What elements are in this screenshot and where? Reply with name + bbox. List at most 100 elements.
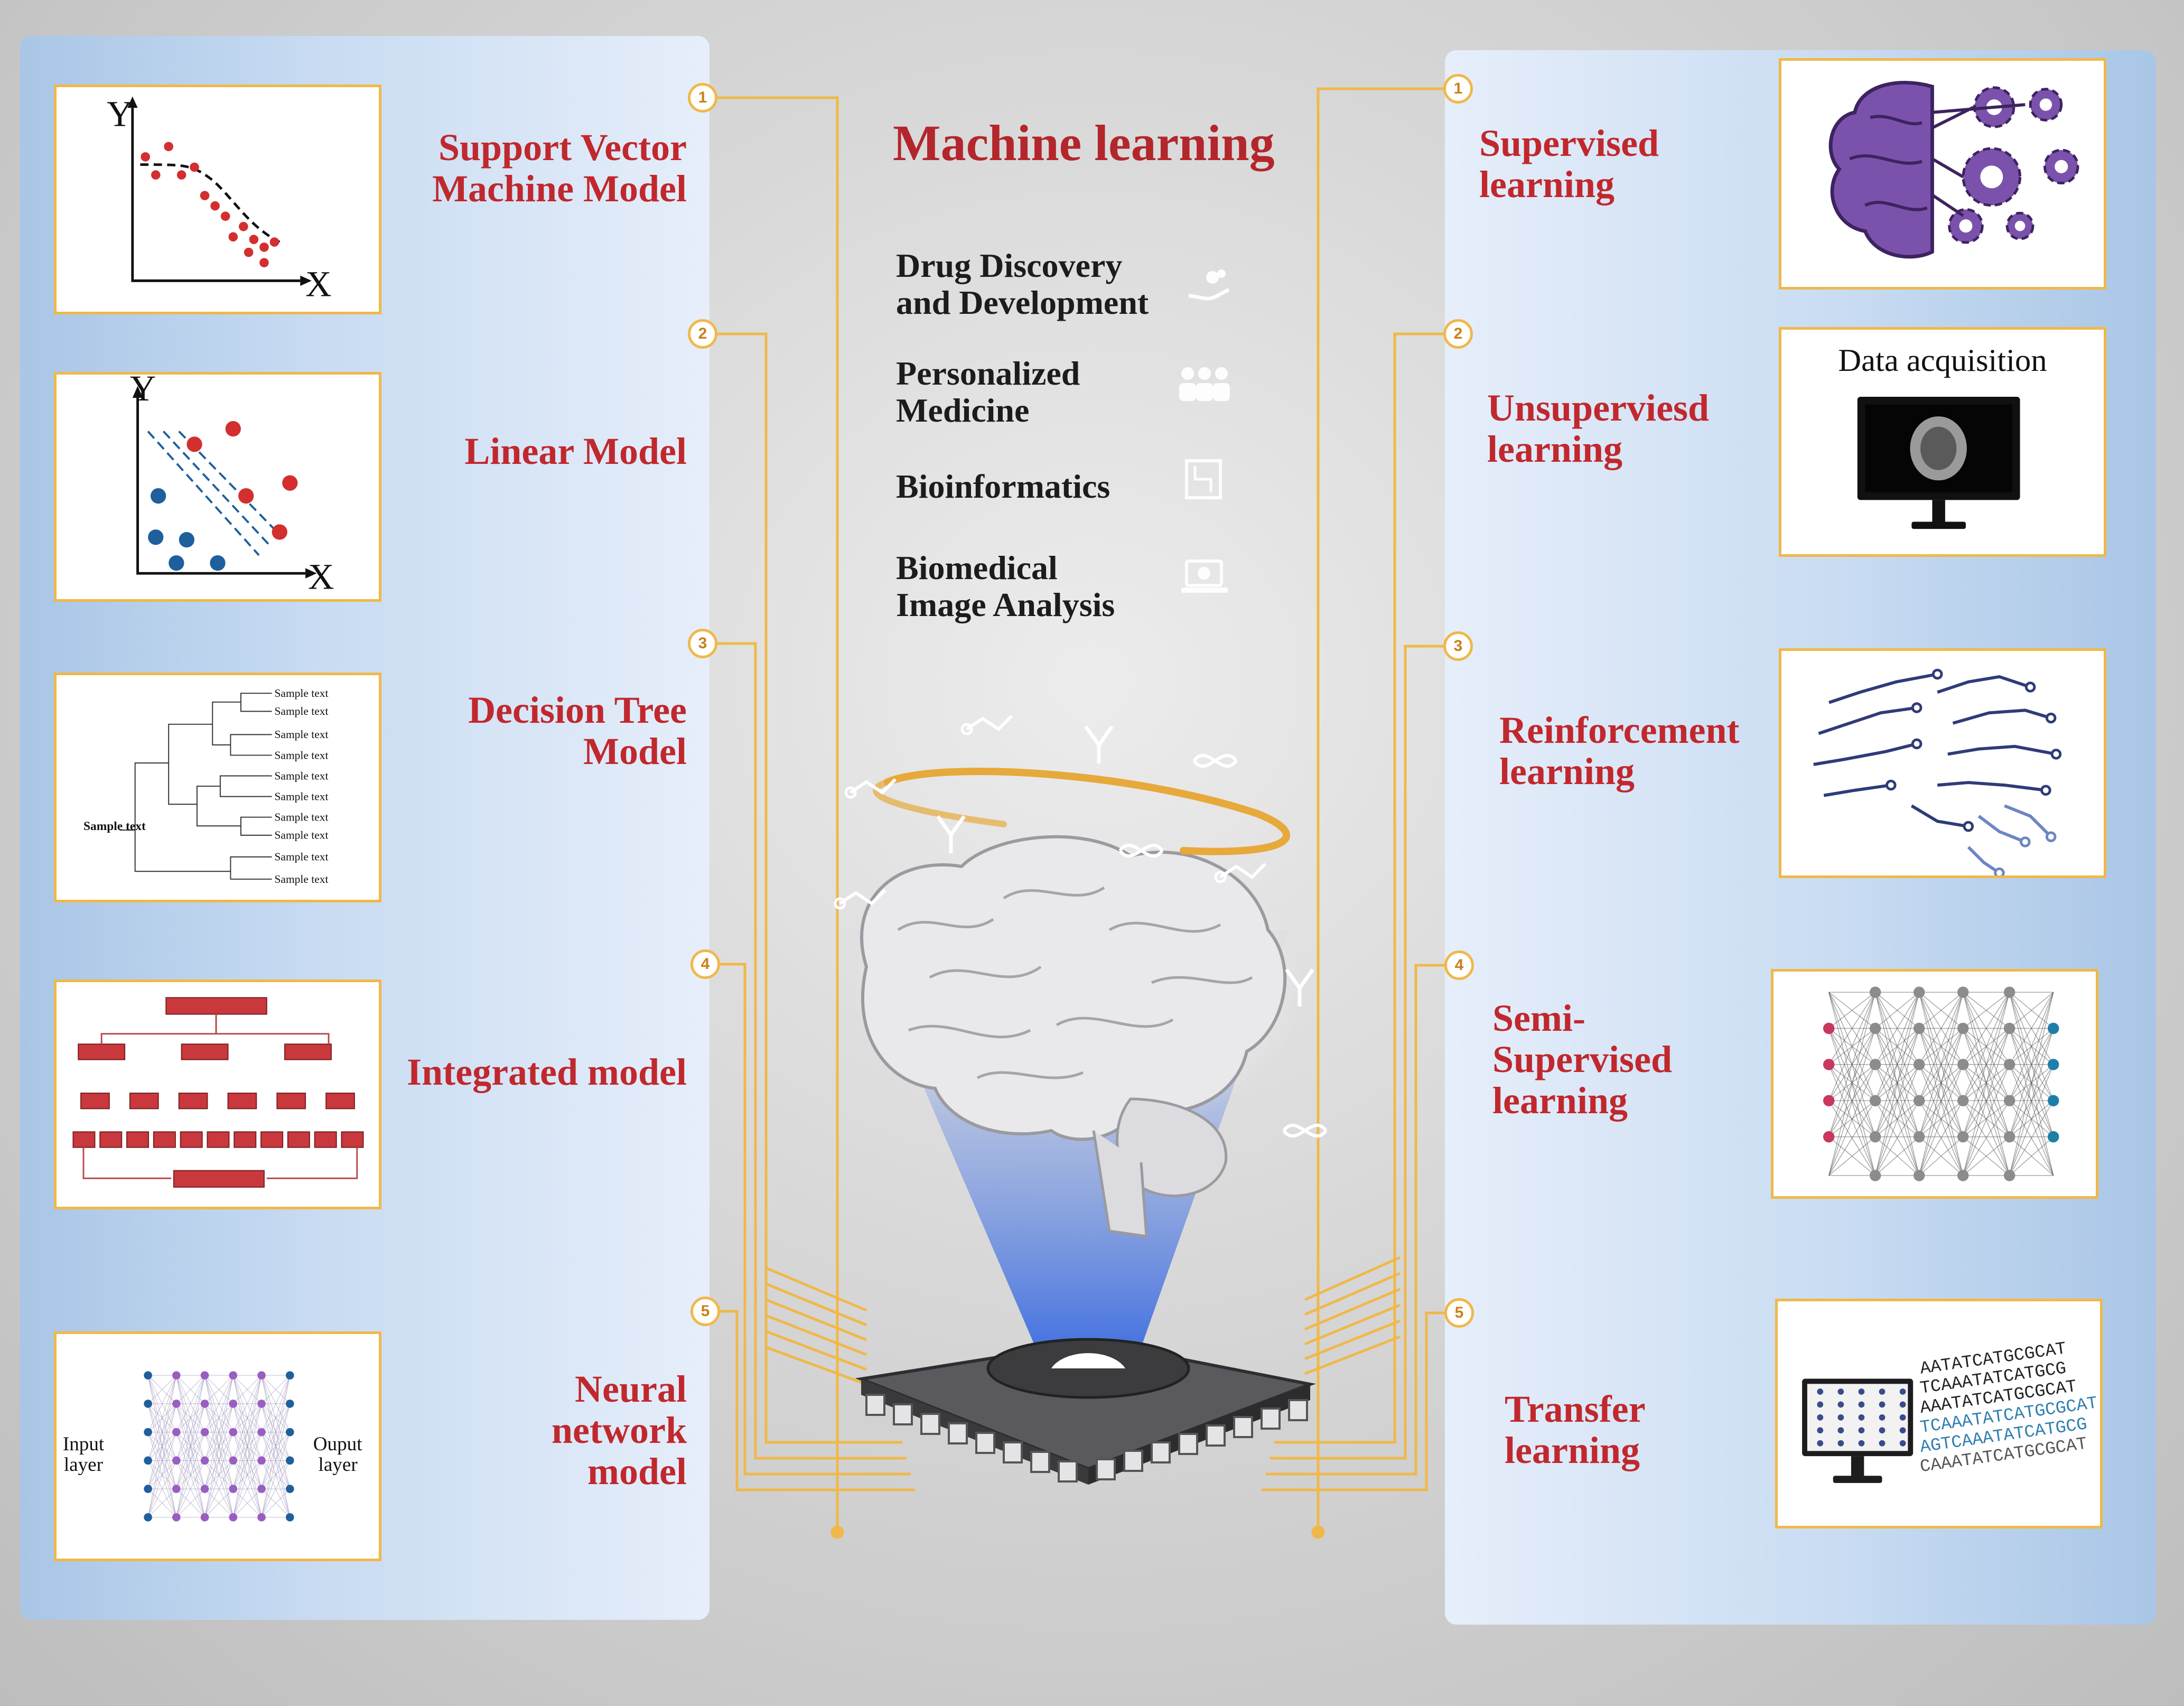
- network-node: [229, 1513, 238, 1522]
- chip-pin: [1058, 1460, 1078, 1483]
- molecule-icon: [844, 778, 897, 799]
- left-step-number-4: 4: [690, 949, 720, 979]
- network-node: [1837, 1388, 1844, 1395]
- circuit-node: [2020, 836, 2031, 847]
- network-node: [1913, 1059, 1925, 1070]
- network-edges: [1828, 992, 2054, 1176]
- label-line: learning: [1479, 163, 1615, 206]
- brain-fold: [908, 1024, 1031, 1039]
- label-line: Transfer: [1505, 1388, 1646, 1430]
- hologram-beam: [856, 930, 1289, 1347]
- network-node: [1858, 1427, 1865, 1434]
- chip-pin: [1261, 1407, 1281, 1430]
- left-step-number-2: 2: [688, 319, 717, 349]
- y-axis-label: Y: [107, 94, 133, 134]
- connector-line: [1304, 1288, 1401, 1331]
- chip-pin: [975, 1432, 995, 1454]
- tree-branch: [212, 701, 241, 745]
- data-point: [200, 191, 210, 200]
- network-node: [1858, 1401, 1865, 1408]
- network-node: [144, 1456, 152, 1465]
- label-line: Machine Model: [432, 167, 687, 210]
- monitor-stand: [1851, 1456, 1864, 1477]
- network-node: [1913, 1131, 1925, 1143]
- network-node: [1869, 1022, 1881, 1034]
- flow-box: [129, 1093, 159, 1110]
- network-node: [229, 1456, 238, 1465]
- chip-pin: [1178, 1433, 1198, 1455]
- flow-arrow: [82, 1147, 172, 1179]
- x-axis-arrow: [300, 275, 312, 286]
- network-node: [172, 1428, 181, 1437]
- hand-plant-icon: [1188, 269, 1230, 301]
- flow-box: [260, 1131, 284, 1148]
- network-node: [1858, 1440, 1865, 1447]
- network-node: [257, 1485, 266, 1493]
- class-a-point: [238, 488, 254, 504]
- network-node: [257, 1428, 266, 1437]
- right-step-number-4: 4: [1444, 950, 1474, 980]
- monitor-screen: [1807, 1384, 1908, 1451]
- connector-line: [1304, 1335, 1401, 1375]
- network-node: [144, 1371, 152, 1379]
- tree-branch: [168, 723, 213, 805]
- network-node: [172, 1400, 181, 1408]
- application-line: Personalized: [896, 355, 1080, 392]
- chip-pin: [1003, 1441, 1023, 1463]
- chip-pin: [1096, 1458, 1116, 1480]
- orbit-ring: [884, 768, 1291, 855]
- molecule-icon: [960, 714, 1013, 735]
- flow-box: [180, 1131, 203, 1148]
- connector-line: [720, 963, 911, 1476]
- leaf-label: Sample text: [274, 790, 328, 803]
- data-point: [259, 243, 269, 252]
- circuit-node: [2024, 682, 2036, 693]
- output-layer-label: Ouput: [313, 1433, 362, 1455]
- network-node: [257, 1513, 266, 1522]
- circuit-trace: [1977, 815, 2026, 844]
- network-node: [1817, 1414, 1824, 1421]
- label-line: Supervised: [1479, 122, 1659, 164]
- right-step-number-5: 5: [1444, 1298, 1474, 1328]
- label-line: Integrated model: [407, 1051, 687, 1093]
- network-node: [1957, 1022, 1969, 1034]
- brain-cortex: [860, 835, 1287, 1141]
- circuit-node: [1963, 821, 1974, 832]
- circuit-node: [1886, 779, 1897, 791]
- tree-branch: [240, 693, 262, 712]
- network-node: [1913, 1022, 1925, 1034]
- network-node: [257, 1371, 266, 1379]
- network-node: [285, 1428, 294, 1437]
- flow-box: [99, 1131, 123, 1148]
- data-point: [228, 232, 238, 242]
- class-a-point: [282, 475, 298, 491]
- application-line: Bioinformatics: [896, 468, 1110, 505]
- leaf-label: Sample text: [274, 749, 328, 761]
- chip-pin: [1233, 1416, 1253, 1438]
- chip-pin: [1030, 1451, 1050, 1473]
- network-node: [1913, 1170, 1925, 1181]
- label-line: Supervised: [1492, 1038, 1673, 1080]
- class-a-point: [225, 421, 241, 437]
- y-axis-arrow: [127, 96, 138, 108]
- label-line: Model: [583, 730, 687, 772]
- label-line: Decision Tree: [468, 689, 687, 731]
- network-node: [1837, 1427, 1844, 1434]
- connector-line: [766, 1314, 867, 1356]
- chip-pin: [1288, 1399, 1308, 1421]
- gear-hole: [1959, 219, 1973, 233]
- network-node: [257, 1400, 266, 1408]
- brain-fold: [1870, 115, 1922, 126]
- brain-fold: [1108, 921, 1221, 933]
- network-node: [2003, 1131, 2015, 1143]
- circuit-node: [1931, 668, 1943, 680]
- network-node: [2003, 986, 2015, 998]
- x-axis-label: X: [305, 264, 331, 304]
- network-node: [1879, 1388, 1886, 1395]
- network-node: [1899, 1414, 1906, 1421]
- network-node: [172, 1456, 181, 1465]
- network-node: [200, 1428, 209, 1437]
